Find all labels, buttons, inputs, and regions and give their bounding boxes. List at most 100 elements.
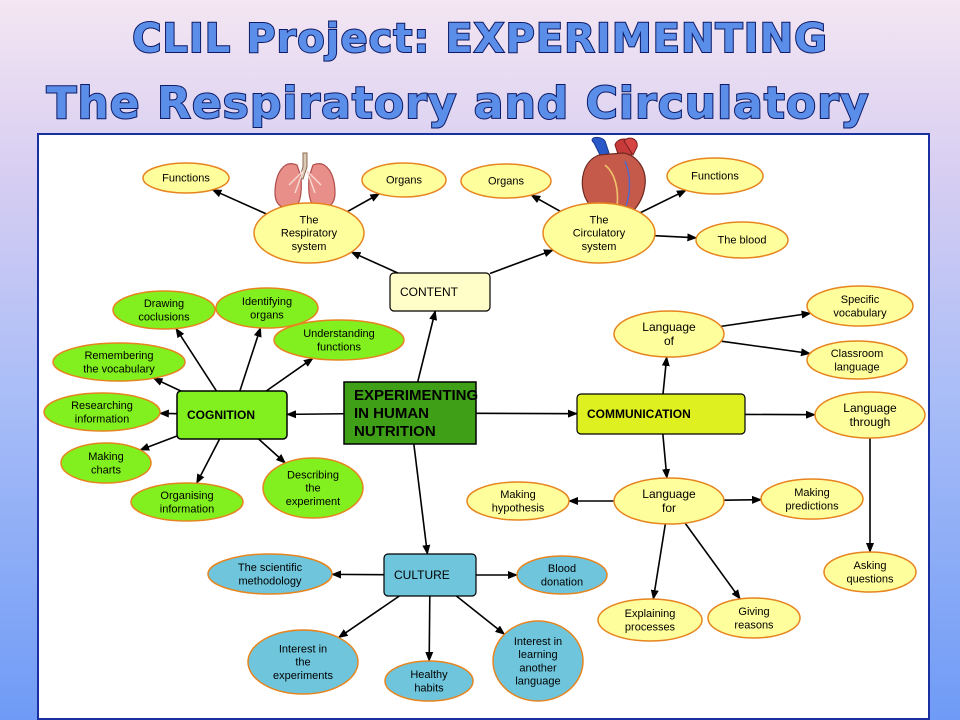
node-shape	[253, 202, 365, 264]
node-label-line: The	[300, 214, 319, 226]
node-label-line: Language	[642, 487, 696, 501]
node-label-line: system	[292, 241, 327, 253]
node-shape	[466, 481, 570, 521]
node-shape	[60, 442, 152, 484]
node-label-line: Classroom	[831, 348, 884, 360]
node-shape	[597, 598, 703, 642]
node-shape	[142, 162, 230, 194]
arrow-cognition-to-describing	[258, 438, 287, 464]
node-shape	[460, 163, 552, 199]
arrow-lang_for-to-predictions	[723, 495, 763, 504]
node-label-line: experiment	[286, 496, 340, 508]
node-label-line: language	[834, 361, 879, 373]
node-label-line: reasons	[734, 619, 774, 631]
arrow-cognition-to-identifying	[239, 326, 262, 392]
node-label-line: questions	[846, 573, 894, 585]
node-label-line: hypothesis	[492, 502, 545, 514]
node-shape	[247, 629, 359, 695]
node-label-line: predictions	[785, 500, 839, 512]
node-shape	[343, 381, 477, 445]
node-label-line: functions	[317, 341, 362, 353]
node-shape	[707, 597, 801, 639]
node-shape	[176, 390, 288, 440]
node-label-line: Interest in	[279, 643, 327, 655]
node-label-line: Understanding	[303, 328, 375, 340]
arrow-culture-to-interest_exp	[337, 595, 400, 639]
node-shape	[383, 553, 477, 597]
node-shape	[112, 290, 216, 330]
arrow-lang_of-to-classroom	[721, 340, 812, 357]
node-label-line: Functions	[691, 171, 739, 183]
arrow-circ-to-blood	[654, 233, 698, 242]
node-label-line: Making	[88, 451, 123, 463]
node-label-line: Language	[843, 401, 897, 415]
node-shape	[43, 392, 161, 432]
node-shape	[130, 482, 244, 522]
node-label-line: Drawing	[144, 298, 184, 310]
node-label-line: NUTRITION	[354, 423, 436, 440]
arrow-communication-to-lang_for	[662, 433, 671, 480]
node-label-line: another	[519, 662, 557, 674]
node-label-line: through	[850, 415, 891, 429]
node-label-line: The blood	[718, 235, 767, 247]
arrow-circ-to-circ_organs	[530, 194, 561, 213]
node-shape	[695, 221, 789, 259]
node-label-line: information	[75, 413, 129, 425]
node-shape	[542, 202, 656, 264]
node-shape	[760, 478, 864, 520]
arrow-cognition-to-understanding	[265, 357, 314, 392]
node-label-line: CONTENT	[400, 285, 459, 299]
node-shape	[207, 553, 333, 595]
node-shape	[613, 477, 725, 525]
node-shape	[613, 310, 725, 358]
node-label-line: learning	[518, 649, 557, 661]
node-shape	[384, 660, 474, 702]
node-label-line: Making	[500, 489, 535, 501]
arrow-center-to-culture	[413, 443, 431, 555]
node-shape	[273, 319, 405, 361]
node-label-line: habits	[414, 682, 444, 694]
node-label-line: organs	[250, 309, 284, 321]
node-label-line: Asking	[853, 560, 886, 572]
node-label-line: CULTURE	[394, 568, 450, 582]
node-label-line: Blood	[548, 563, 576, 575]
node-culture: CULTURE	[383, 553, 477, 597]
node-label-line: of	[664, 334, 675, 348]
node-label-line: system	[582, 241, 617, 253]
node-label-line: Interest in	[514, 636, 562, 648]
node-shape	[52, 342, 186, 382]
node-label-line: COGNITION	[187, 408, 255, 422]
node-label-line: Remembering	[84, 350, 153, 362]
node-label-line: vocabulary	[833, 307, 887, 319]
arrow-resp-to-resp_organs	[347, 193, 381, 213]
arrow-lang_of-to-specific	[720, 310, 812, 328]
page-title: CLIL Project: EXPERIMENTING	[131, 15, 828, 63]
node-shape	[806, 285, 914, 327]
node-label-line: the vocabulary	[83, 363, 155, 375]
arrow-culture-to-interest_lang	[455, 595, 506, 635]
arrow-center-to-cognition	[286, 410, 345, 419]
node-label-line: the	[295, 657, 310, 669]
arrow-circ-to-circ_functions	[639, 189, 687, 214]
node-shape	[389, 272, 491, 312]
node-label-line: the	[305, 483, 320, 495]
node-label-line: experiments	[273, 670, 333, 682]
